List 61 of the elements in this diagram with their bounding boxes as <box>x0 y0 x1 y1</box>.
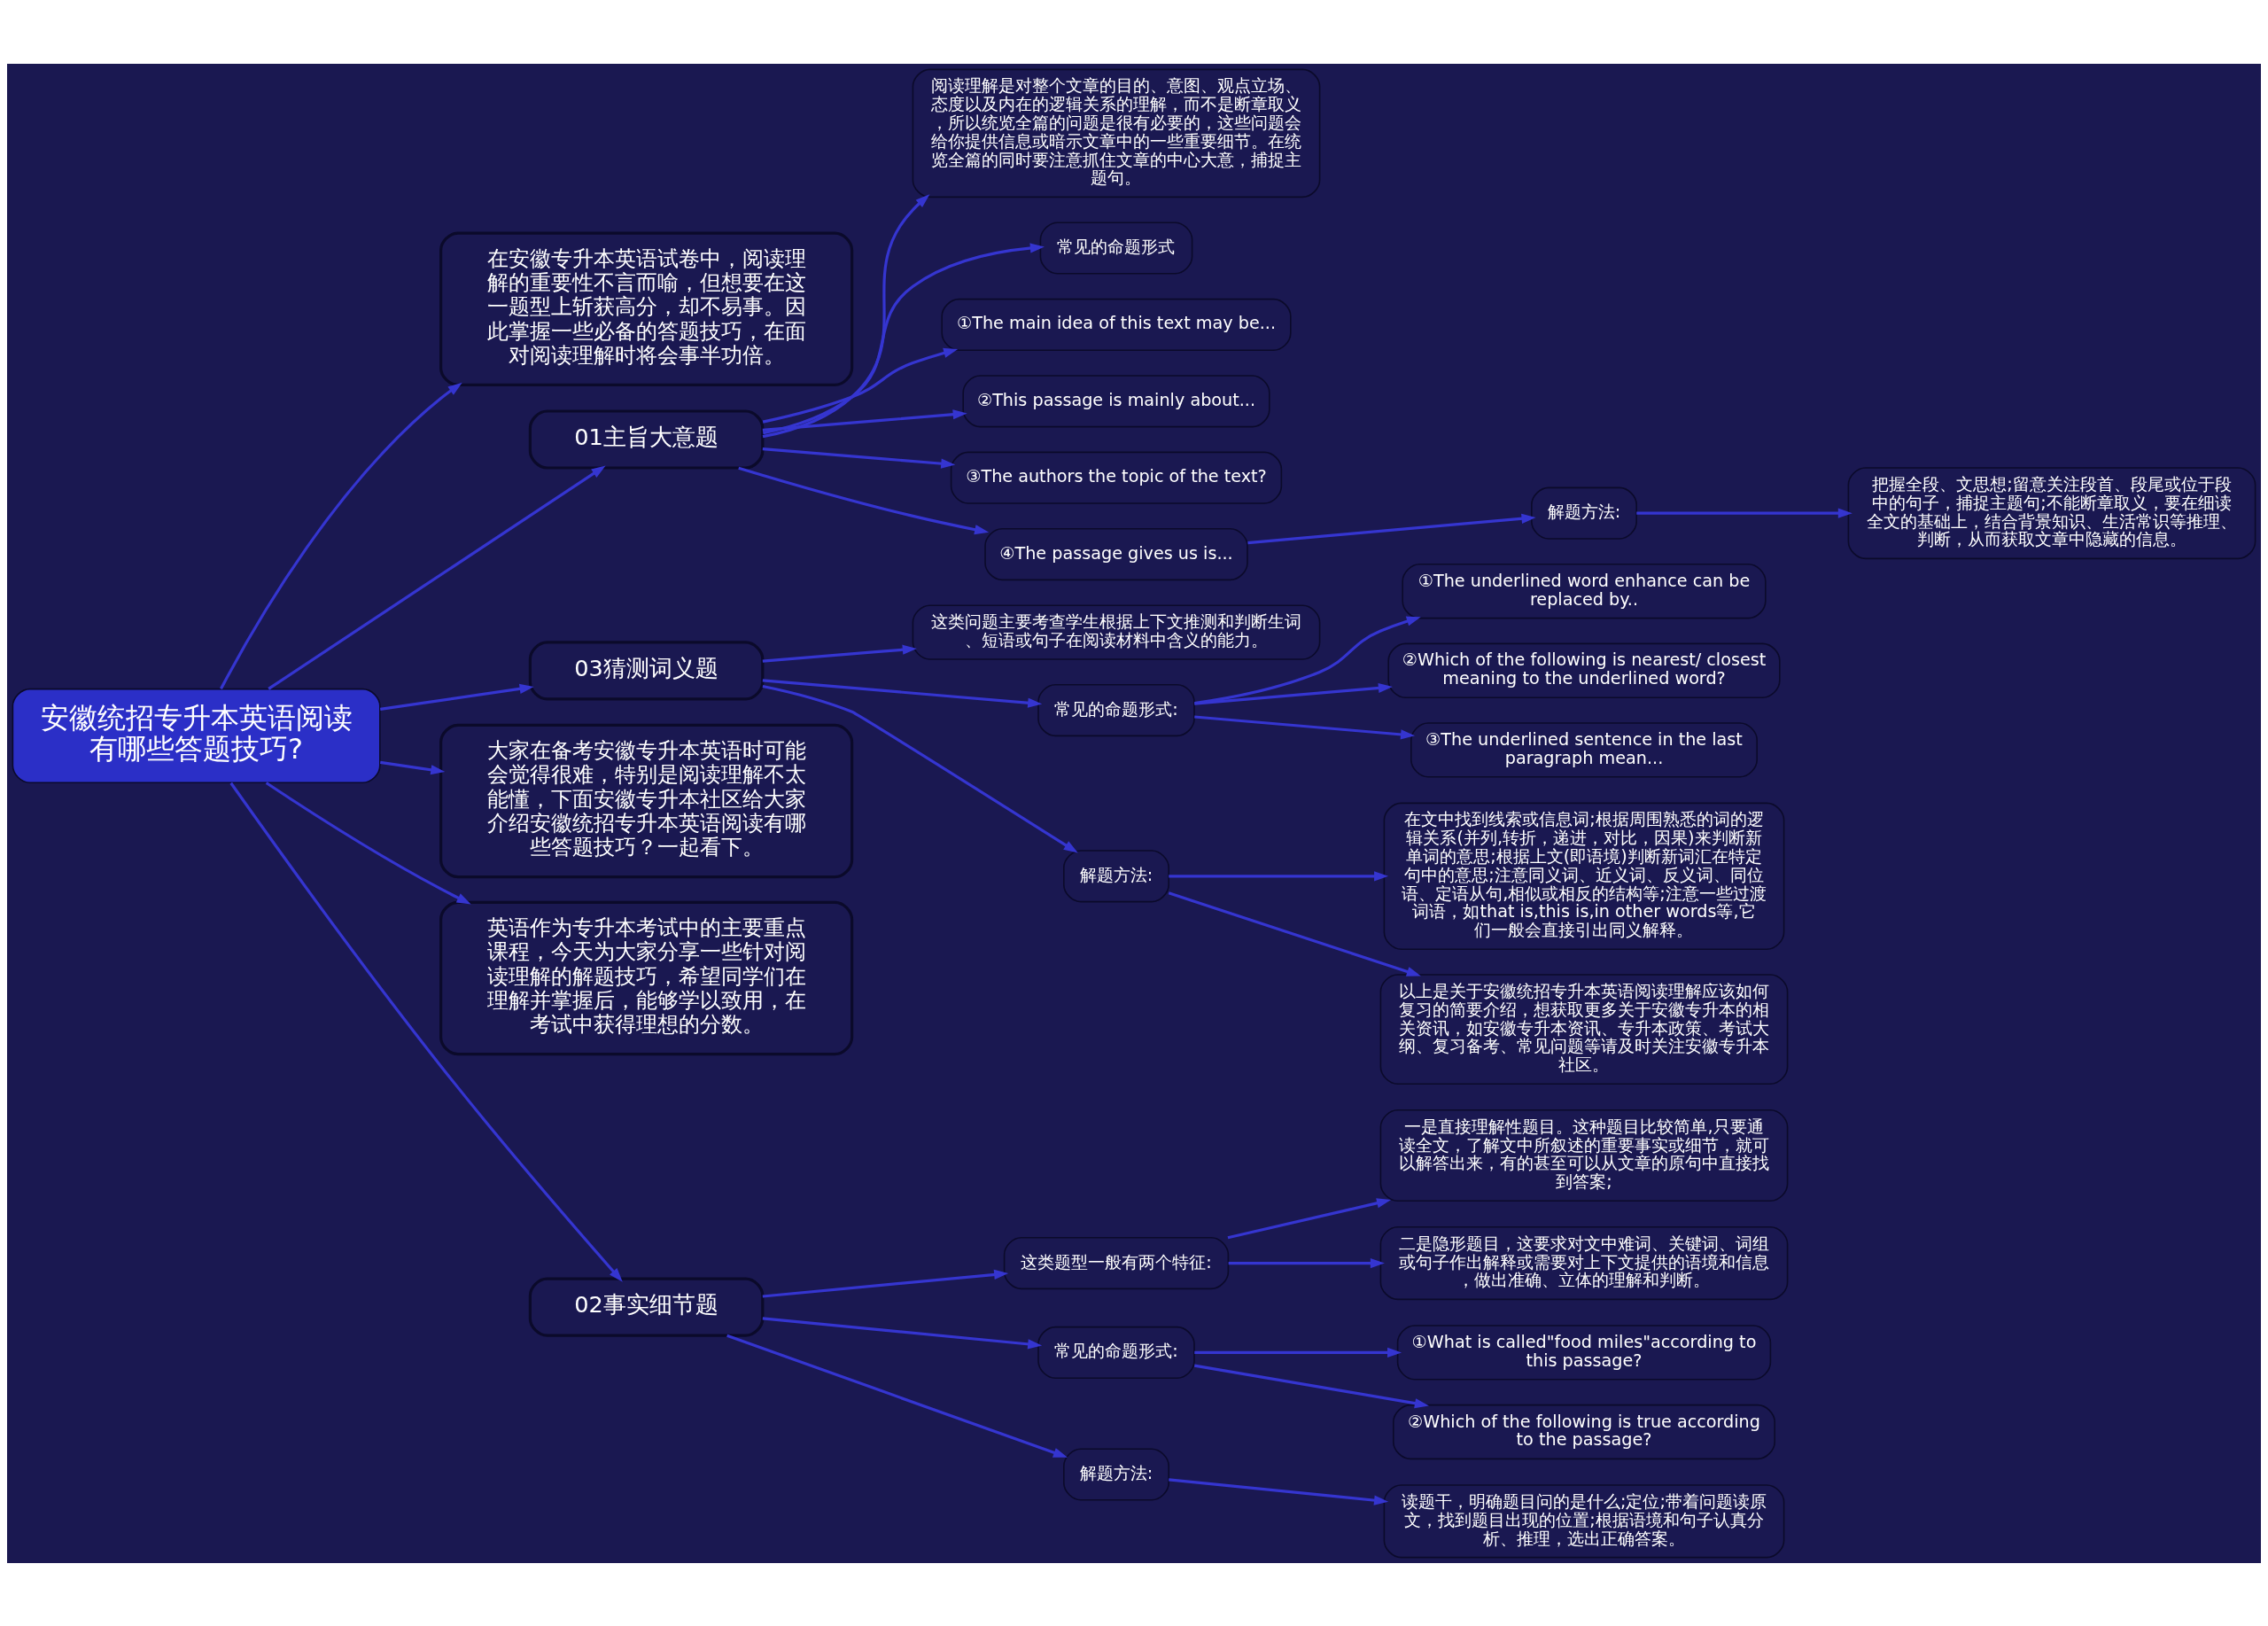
arrow <box>762 242 1045 434</box>
node-box: ①The main idea of this text may be... <box>941 298 1292 351</box>
arrow <box>762 1269 1009 1298</box>
node-box: 在文中找到线索或信息词;根据周围熟悉的词的逻辑关系(并列,转折，递进，对比，因果)来判断新单词的意思;根据上文(即语境)判断新词汇在特定句中的意思;注意同义词、近义词、反义词、同位语、定语从句,相似或相反的结构等;注意一些过渡词语，如that is,this is,in other words等,它们一般会直接引出同义解释。 <box>1383 802 1785 950</box>
arrow <box>1194 1347 1402 1358</box>
arrow <box>1227 1197 1392 1239</box>
node-box: 解题方法: <box>1063 1447 1169 1501</box>
arrow <box>762 447 956 469</box>
arrow <box>1194 682 1393 705</box>
arrow <box>762 1316 1043 1349</box>
arrow <box>738 466 990 534</box>
node-box: 解题方法: <box>1531 486 1637 540</box>
arrow <box>762 644 917 663</box>
arrow <box>229 782 623 1282</box>
arrow <box>726 1334 1068 1458</box>
arrow <box>1168 891 1421 976</box>
node-box: 大家在备考安徽专升本英语时可能会觉得很难，特别是阅读理解不太能懂，下面安徽专升本社区给大家介绍安徽统招专升本英语阅读有哪些答题技巧？一起看下。 <box>439 723 854 878</box>
node-box: ①The underlined word enhance can be replaced by.. <box>1402 563 1767 619</box>
node-box: 02事实细节题 <box>528 1277 765 1337</box>
arrow <box>1247 513 1536 544</box>
node-box: 这类问题主要考查学生根据上下文推测和判断生词、短语或句子在阅读材料中含义的能力。 <box>912 603 1321 660</box>
arrow <box>1194 714 1416 739</box>
arrow <box>762 193 930 438</box>
node-box: 常见的命题形式: <box>1037 683 1195 736</box>
node-box: 常见的命题形式 <box>1039 221 1193 275</box>
arrow <box>268 464 606 690</box>
arrow <box>1194 616 1421 704</box>
node-box: 01主旨大意题 <box>528 408 765 470</box>
arrow <box>762 347 959 424</box>
node-box: 读题干，明确题目问的是什么;定位;带着问题读原文，找到题目出现的位置;根据语境和句子认真分析、推理，选出正确答案。 <box>1383 1483 1785 1558</box>
arrow <box>220 382 462 689</box>
arrow <box>762 684 1078 852</box>
node-box: 英语作为专升本考试中的主要重点课程，今天为大家分享一些针对阅读理解的解题技巧，希望同学们在理解并掌握后，能够学以致用，在考试中获得理想的分数。 <box>439 900 854 1055</box>
node-box: 安徽统招专升本英语阅读有哪些答题技巧? <box>12 688 381 783</box>
node-box: 二是隐形题目，这要求对文中难词、关键词、词组或句子作出解释或需要对上下文提供的语境和信息，做出准确、立体的理解和判断。 <box>1379 1225 1789 1300</box>
node-box: ③The underlined sentence in the last paragraph mean... <box>1410 721 1758 778</box>
arrow <box>1636 508 1852 518</box>
node-box: 以上是关于安徽统招专升本英语阅读理解应该如何复习的简要介绍，想获取更多关于安徽专升本的相关资讯，如安徽专升本资讯、专升本政策、考试大纲、复习备考、常见问题等请及时关注安徽专升本社区。 <box>1379 973 1789 1085</box>
node-box: ④The passage gives us is... <box>984 527 1248 580</box>
node-box: ①What is called"food miles"according to this passage? <box>1396 1324 1772 1381</box>
arrow <box>762 408 967 432</box>
node-box: ②Which of the following is true according to the passage? <box>1393 1404 1775 1459</box>
node-box: 阅读理解是对整个文章的目的、意图、观点立场、态度以及内在的逻辑关系的理解，而不是断章取义，所以统览全篇的问题是很有必要的，这些问题会给你提供信息或暗示文章中的一些重要细节。在统览全篇的同时要注意抓住文章的中心大意，捕捉主题句。 <box>912 68 1321 198</box>
node-box: 把握全段、文思想;留意关注段首、段尾或位于段中的句子，捕捉主题句;不能断章取义，要在细读全文的基础上，结合背景知识、生活常识等推理、判断，从而获取文章中隐藏的信息。 <box>1847 466 2256 559</box>
node-box: 03猜测词义题 <box>528 640 765 700</box>
arrow <box>1228 1257 1385 1268</box>
node-box: 常见的命题形式: <box>1037 1326 1195 1379</box>
arrow <box>1169 1477 1389 1505</box>
node-box: 在安徽专升本英语试卷中，阅读理解的重要性不言而喻，但想要在这一题型上斩获高分，却不易事。因此掌握一些必备的答题技巧，在面对阅读理解时将会事半功倍。 <box>439 231 854 386</box>
arrow <box>380 683 534 711</box>
node-box: 这类题型一般有两个特征: <box>1003 1236 1230 1289</box>
arrow <box>1169 870 1389 881</box>
node-box: ②Which of the following is nearest/ closest meaning to the underlined word? <box>1387 642 1781 698</box>
arrow <box>380 760 446 774</box>
node-box: 解题方法: <box>1063 849 1169 902</box>
node-box: ②This passage is mainly about... <box>962 374 1270 427</box>
arrow <box>762 678 1043 708</box>
arrow <box>265 781 471 905</box>
arrow <box>1194 1364 1429 1408</box>
node-box: 一是直接理解性题目。这种题目比较简单,只要通读全文，了解文中所叙述的重要事实或细节，就可以解答出来，有的甚至可以从文章的原句中直接找到答案; <box>1379 1109 1789 1202</box>
node-box: ③The authors the topic of the text? <box>950 451 1283 504</box>
